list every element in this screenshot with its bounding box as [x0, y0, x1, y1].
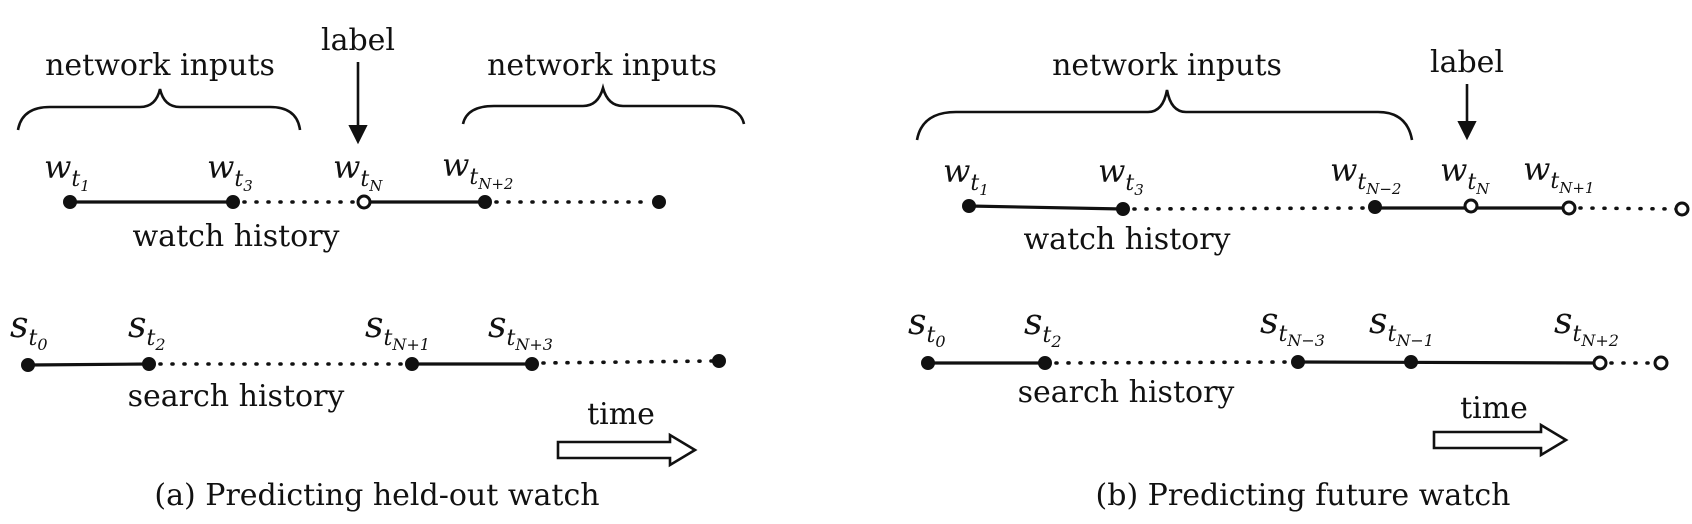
brace-network-inputs [915, 89, 1414, 141]
watch-label-tN2: wtN+2 [442, 146, 513, 193]
search-node-future [1653, 355, 1669, 371]
watch-label-t1: wt1 [44, 148, 90, 195]
label-text: label [321, 23, 395, 58]
label-arrowhead [1457, 121, 1477, 141]
search-node-tN2 [1592, 355, 1608, 371]
watch-node-future [1674, 201, 1690, 217]
time-arrow [1432, 422, 1569, 458]
watch-line-solid-1 [968, 204, 1124, 211]
search-node-t2 [1038, 356, 1052, 370]
search-node-t0 [21, 358, 35, 372]
watch-label-tN-2: wtN−2 [1330, 151, 1401, 198]
panel-b: network inputs label wt1 wt3 wtN−2 wtN w… [908, 45, 1690, 513]
watch-label-t1: wt1 [943, 152, 989, 199]
brace-network-inputs-left [16, 88, 302, 131]
watch-node-tN-label [1463, 198, 1479, 214]
search-history-label: search history [1018, 375, 1235, 410]
network-inputs-label: network inputs [1052, 48, 1282, 83]
watch-node-tN1 [1561, 200, 1577, 216]
watch-history-label: watch history [133, 219, 340, 254]
watch-label-t3: wt3 [1098, 152, 1144, 199]
watch-label-tN: wtN [333, 148, 383, 195]
watch-node-future [652, 195, 666, 209]
search-label-t0: st0 [908, 302, 946, 351]
search-node-tN-3 [1291, 355, 1305, 369]
watch-label-tN: wtN [1440, 151, 1490, 198]
search-line-solid-2 [1297, 360, 1601, 365]
label-arrowhead [348, 125, 368, 145]
search-node-t2 [142, 357, 156, 371]
search-node-tN-1 [1404, 355, 1418, 369]
search-label-tN1: stN+1 [365, 305, 430, 354]
caption-a: (a) Predicting held-out watch [154, 478, 599, 513]
search-node-tN3 [525, 357, 539, 371]
time-label: time [1460, 391, 1528, 426]
search-label-t2: st2 [128, 305, 166, 354]
label-text: label [1430, 45, 1504, 80]
watch-label-t3: wt3 [207, 148, 253, 195]
search-node-future [712, 354, 726, 368]
search-label-t2: st2 [1024, 302, 1062, 351]
search-label-tN3: stN+3 [488, 305, 553, 354]
search-node-t0 [921, 356, 935, 370]
search-history-label: search history [128, 379, 345, 414]
search-label-tN-1: stN−1 [1369, 301, 1434, 350]
time-arrow [556, 432, 698, 468]
search-label-t0: st0 [10, 305, 48, 354]
network-inputs-label-right: network inputs [487, 48, 717, 83]
watch-line-dotted-1 [1132, 206, 1370, 211]
search-line-dotted-1 [1054, 360, 1294, 365]
watch-label-tN1: wtN+1 [1523, 150, 1594, 197]
network-inputs-label-left: network inputs [45, 48, 275, 83]
caption-b: (b) Predicting future watch [1096, 478, 1511, 513]
watch-history-label: watch history [1024, 222, 1231, 257]
panel-a: network inputs network inputs label wt1 … [10, 23, 746, 513]
watch-node-t3 [1116, 202, 1130, 216]
watch-node-t3 [226, 195, 240, 209]
brace-network-inputs-right [461, 83, 746, 125]
watch-node-tN-label [356, 194, 372, 210]
watch-node-tN2 [478, 195, 492, 209]
watch-line-dotted-2 [1578, 206, 1678, 211]
time-label: time [587, 397, 655, 432]
watch-node-tN-2 [1368, 200, 1382, 214]
search-line-solid-1 [27, 362, 150, 367]
search-line-dotted-2 [541, 359, 714, 365]
watch-node-t1 [962, 199, 976, 213]
search-label-tN-3: stN−3 [1260, 301, 1325, 350]
search-node-tN1 [405, 357, 419, 371]
watch-node-t1 [63, 195, 77, 209]
search-label-tN2: stN+2 [1554, 301, 1619, 350]
